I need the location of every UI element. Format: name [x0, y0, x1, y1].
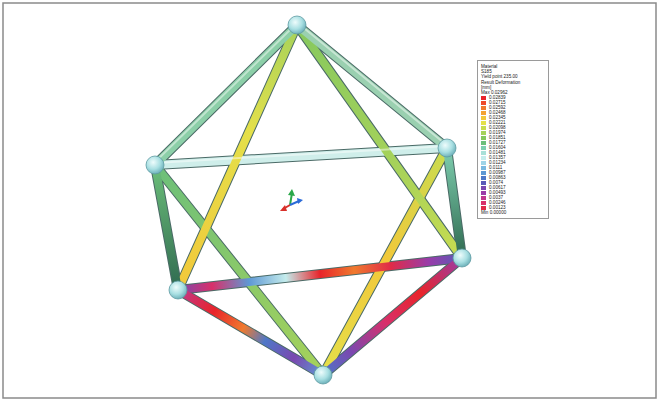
- legend-value: 0.0111: [489, 165, 502, 170]
- color-swatch: [481, 176, 486, 180]
- legend-entry: 0.0111: [481, 165, 545, 170]
- result-legend: MaterialS185Yield point 235.00Result Def…: [477, 60, 549, 219]
- legend-value: 0.02592: [489, 105, 506, 110]
- legend-entry: 0.02345: [481, 115, 545, 120]
- color-swatch: [481, 201, 486, 205]
- legend-value: 0.0074: [489, 180, 503, 185]
- legend-max: Max 0.02962: [481, 90, 545, 95]
- legend-value: 0.00617: [489, 185, 506, 190]
- legend-value: 0.00987: [489, 170, 506, 175]
- legend-entry: 0.00123: [481, 205, 545, 210]
- color-swatch: [481, 171, 486, 175]
- legend-header: [mm]: [481, 85, 545, 90]
- legend-header: S185: [481, 69, 545, 74]
- legend-entry: 0.02098: [481, 125, 545, 130]
- color-swatch: [481, 116, 486, 120]
- color-swatch: [481, 141, 486, 145]
- legend-entry: 0.01481: [481, 150, 545, 155]
- legend-value: 0.02468: [489, 110, 506, 115]
- color-swatch: [481, 206, 486, 210]
- legend-value: 0.00123: [489, 205, 506, 210]
- legend-value: 0.02839: [489, 95, 506, 100]
- legend-entry: 0.02468: [481, 110, 545, 115]
- legend-value: 0.01234: [489, 160, 506, 165]
- color-swatch: [481, 126, 486, 130]
- legend-entry: 0.01234: [481, 160, 545, 165]
- color-swatch: [481, 166, 486, 170]
- legend-header: Yield point 235.00: [481, 74, 545, 79]
- legend-value: 0.02098: [489, 125, 506, 130]
- color-swatch: [481, 156, 486, 160]
- legend-entry: 0.01974: [481, 130, 545, 135]
- color-swatch: [481, 121, 486, 125]
- color-swatch: [481, 196, 486, 200]
- legend-entry: 0.01357: [481, 155, 545, 160]
- color-swatch: [481, 131, 486, 135]
- color-swatch: [481, 101, 486, 105]
- legend-value: 0.01851: [489, 135, 506, 140]
- legend-entry: 0.00987: [481, 170, 545, 175]
- color-swatch: [481, 96, 486, 100]
- legend-entry: 0.02839: [481, 95, 545, 100]
- legend-entry: 0.02592: [481, 105, 545, 110]
- legend-min: Min 0.00000: [481, 210, 545, 215]
- legend-entry: 0.0074: [481, 180, 545, 185]
- legend-entry: 0.00246: [481, 200, 545, 205]
- color-swatch: [481, 146, 486, 150]
- legend-value: 0.02221: [489, 120, 506, 125]
- legend-entry: 0.00863: [481, 175, 545, 180]
- color-swatch: [481, 186, 486, 190]
- legend-entry: 0.00617: [481, 185, 545, 190]
- legend-value: 0.01357: [489, 155, 506, 160]
- color-swatch: [481, 151, 486, 155]
- legend-value: 0.00246: [489, 200, 506, 205]
- color-swatch: [481, 136, 486, 140]
- legend-value: 0.00863: [489, 175, 506, 180]
- legend-entry: 0.01604: [481, 145, 545, 150]
- legend-value: 0.0037: [489, 195, 503, 200]
- legend-value: 0.01727: [489, 140, 506, 145]
- legend-entry: 0.02221: [481, 120, 545, 125]
- legend-entry: 0.02715: [481, 100, 545, 105]
- legend-value: 0.01481: [489, 150, 506, 155]
- color-swatch: [481, 191, 486, 195]
- legend-header: Result Deformation: [481, 80, 545, 85]
- legend-value: 0.01974: [489, 130, 506, 135]
- legend-value: 0.01604: [489, 145, 506, 150]
- legend-value: 0.02345: [489, 115, 506, 120]
- legend-header: Material: [481, 64, 545, 69]
- legend-value: 0.00493: [489, 190, 506, 195]
- color-swatch: [481, 161, 486, 165]
- color-swatch: [481, 181, 486, 185]
- color-swatch: [481, 106, 486, 110]
- legend-entry: 0.01851: [481, 135, 545, 140]
- legend-entry: 0.01727: [481, 140, 545, 145]
- legend-entry: 0.00493: [481, 190, 545, 195]
- legend-entry: 0.0037: [481, 195, 545, 200]
- color-swatch: [481, 111, 486, 115]
- legend-value: 0.02715: [489, 100, 506, 105]
